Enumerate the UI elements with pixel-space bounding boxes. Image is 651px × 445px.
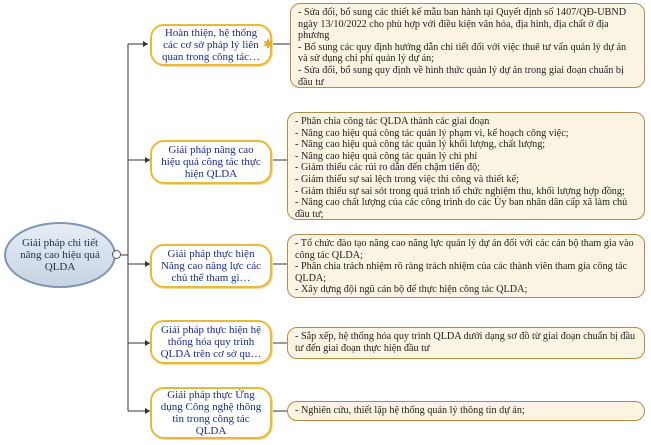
root-node[interactable]: Giải pháp chi tiết nâng cao hiệu quả QLD… [4, 222, 116, 288]
detail-line: - Giảm thiểu các rủi ro dẫn đến chậm tiế… [295, 162, 481, 174]
detail-line: - Giảm thiểu sự sai lệch trong việc thi … [295, 173, 519, 185]
detail-line: - Phân chia trách nhiệm rõ ràng trách nh… [295, 261, 628, 284]
root-label: Giải pháp chi tiết nâng cao hiệu quả QLD… [20, 237, 100, 273]
branch-node-capacity[interactable]: Giải pháp thực hiện Nâng cao năng lực cá… [150, 244, 272, 288]
branch-node-it[interactable]: Giải pháp thực Ứng dụng Công nghệ thông … [150, 387, 272, 439]
star-marker-icon: ✱ [263, 37, 274, 51]
detail-line: - Sửa đổi, bổ sung các thiết kế mẫu ban … [298, 7, 627, 42]
branch-node-legal-basis[interactable]: Hoàn thiện, hệ thống các cơ sở pháp lý l… [150, 24, 272, 66]
detail-line: - Nâng cao hiệu quả công tác quản lý phạ… [295, 127, 569, 139]
branch-title: Hoàn thiện, hệ thống các cơ sở pháp lý l… [161, 27, 261, 63]
detail-box-legal-basis[interactable]: - Sửa đổi, bổ sung các thiết kế mẫu ban … [290, 3, 645, 88]
detail-line: - Nâng cao hiệu quả công tác quản lý chi… [295, 150, 478, 162]
branch-title: Giải pháp thực hiện hệ thống hóa quy trì… [160, 324, 262, 360]
detail-box-qlda-efficiency[interactable]: - Phân chia công tác QLDA thành các giai… [287, 112, 645, 220]
branch-title: Giải pháp nâng cao hiệu quả công tác thự… [161, 144, 261, 180]
detail-line: - Phân chia công tác QLDA thành các giai… [295, 116, 490, 127]
detail-line: - Sắp xếp, hệ thống hóa quy trình QLDA d… [295, 331, 636, 354]
detail-line: - Tổ chức đào tạo nâng cao năng lực quản… [295, 238, 634, 261]
detail-line: - Xây dựng đội ngũ cán bộ để thực hiện c… [295, 284, 528, 296]
branch-node-qlda-efficiency[interactable]: Giải pháp nâng cao hiệu quả công tác thự… [150, 140, 272, 184]
detail-line: - Sửa đổi, bổ sung quy định về hình thức… [298, 64, 624, 88]
detail-box-process[interactable]: - Sắp xếp, hệ thống hóa quy trình QLDA d… [287, 327, 645, 359]
branch-title: Giải pháp thực hiện Nâng cao năng lực cá… [160, 248, 262, 284]
detail-line: - Nâng cao chất lượng của các công trình… [295, 197, 628, 220]
detail-box-capacity[interactable]: - Tổ chức đào tạo nâng cao năng lực quản… [287, 234, 645, 298]
detail-line: - Giảm thiểu sự sai sót trong quá trình … [295, 185, 625, 197]
detail-line: - Bổ sung các quy định hướng dẫn chi tiế… [298, 41, 627, 65]
root-collapse-toggle[interactable] [112, 250, 121, 259]
detail-box-it[interactable]: - Nghiên cứu, thiết lập hệ thống quản lý… [287, 401, 645, 421]
branch-title: Giải pháp thực Ứng dụng Công nghệ thông … [160, 389, 262, 437]
detail-line: - Nâng cao hiệu quả công tác quản lý khố… [295, 139, 546, 151]
detail-line: - Nghiên cứu, thiết lập hệ thống quản lý… [295, 405, 525, 416]
branch-node-process[interactable]: Giải pháp thực hiện hệ thống hóa quy trì… [150, 320, 272, 364]
